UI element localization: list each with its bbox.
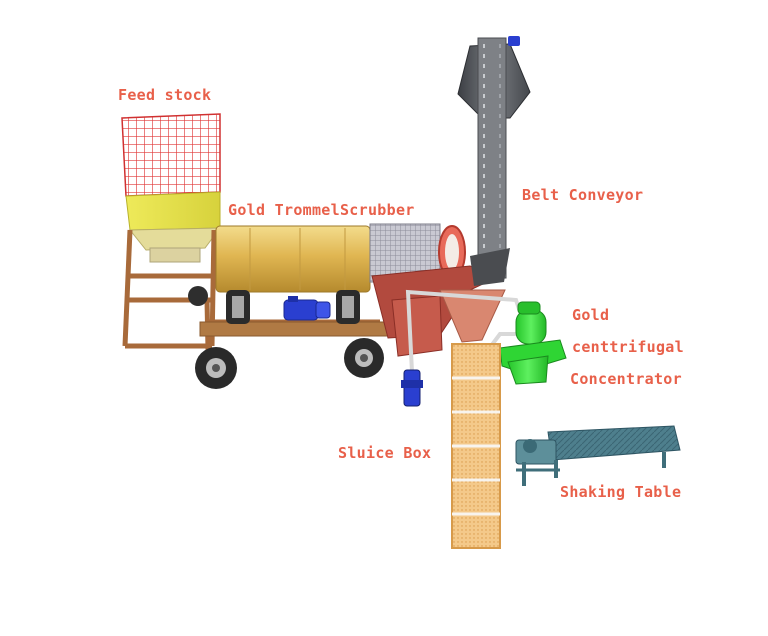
label-centrifugal-line1: Gold <box>572 306 610 324</box>
conveyor-top-motor <box>508 36 520 46</box>
label-centrifugal-line3: Concentrator <box>570 370 682 388</box>
hopper-funnel <box>128 227 222 251</box>
trommel-drive-wheels <box>226 290 360 324</box>
hopper-spout <box>149 247 201 263</box>
hopper-yellow-box <box>125 191 221 231</box>
label-feed-stock: Feed stock <box>118 86 212 104</box>
belt-conveyor <box>457 36 531 286</box>
hopper-grid-cage <box>121 113 221 197</box>
chassis-wheel-front <box>195 347 237 389</box>
label-belt-conveyor: Belt Conveyor <box>522 186 644 204</box>
chassis-beam <box>199 321 391 337</box>
trommel-scrubber <box>215 223 506 357</box>
sluice-feed-funnel <box>439 289 506 343</box>
label-trommel-scrubber: Gold TrommelScrubber <box>228 201 415 219</box>
trommel-drum <box>215 225 371 293</box>
label-sluice-box: Sluice Box <box>338 444 432 462</box>
feed-hopper <box>121 113 222 263</box>
sluice-box <box>451 343 501 549</box>
label-centrifugal-line2: centtrifugal <box>572 338 684 356</box>
shaking-table <box>515 425 681 486</box>
water-pump <box>401 369 423 407</box>
chassis-wheel-back <box>188 286 208 306</box>
drive-motor <box>283 296 331 321</box>
label-shaking-table: Shaking Table <box>560 483 682 501</box>
chassis-wheel-rear <box>344 338 384 378</box>
centrifugal-concentrator <box>499 301 567 385</box>
conveyor-column <box>477 37 507 279</box>
